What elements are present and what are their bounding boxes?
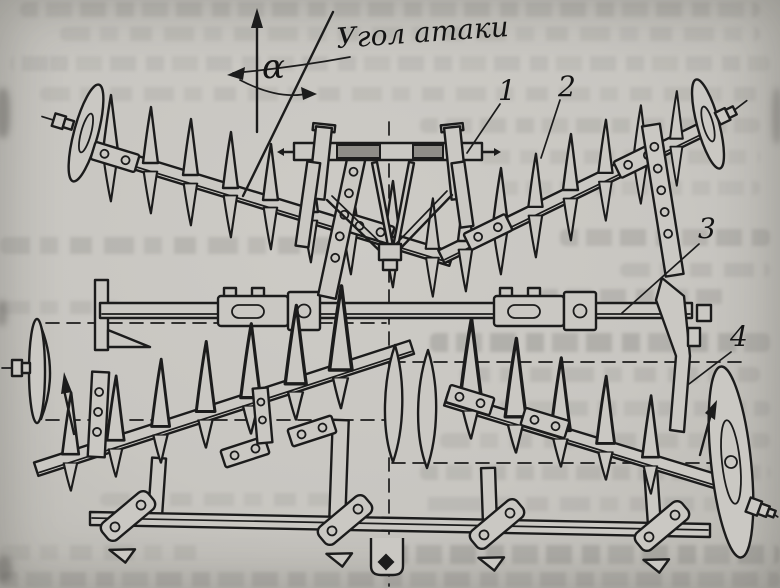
inner-disc-bottom-left <box>383 343 404 464</box>
end-disc-bottom-right <box>707 365 755 559</box>
frame-bottom <box>88 418 712 577</box>
part-number-3: 3 <box>698 212 716 245</box>
disc-gang-top-right <box>437 78 748 434</box>
bent-standard-right <box>654 276 692 434</box>
frame-middle-bar <box>93 278 694 352</box>
end-disc-bottom-left <box>27 317 47 425</box>
part-number-2: 2 <box>557 70 576 103</box>
angle-of-attack-label: Угол атаки <box>335 10 510 55</box>
disc-gang-bottom-right <box>416 317 779 559</box>
rotation-arrow-left <box>61 372 76 436</box>
inner-disc-bottom-right <box>416 348 438 470</box>
part-number-1: 1 <box>498 74 516 107</box>
part-callouts: 1 2 3 4 <box>466 70 748 385</box>
rotation-arrow-right <box>698 400 717 457</box>
axle-bolt-bottom-right <box>744 496 779 519</box>
up-arrowhead <box>251 8 263 28</box>
hitch-assembly <box>277 121 501 272</box>
axle-bolt-top-right <box>713 99 748 126</box>
axle-bolt-bottom-left <box>1 358 32 378</box>
gang-standard-bottom-left <box>86 370 111 459</box>
disc-gang-top-left <box>41 83 455 301</box>
center-bolt-diamond <box>377 553 395 571</box>
axle-bolt-top-left <box>41 112 76 131</box>
disc-gang-bottom-left <box>1 284 416 493</box>
alpha-symbol: α <box>262 47 285 87</box>
gang-standard-top-right <box>640 122 685 278</box>
part-number-4: 4 <box>729 320 748 353</box>
end-disc-top-left <box>67 83 105 183</box>
